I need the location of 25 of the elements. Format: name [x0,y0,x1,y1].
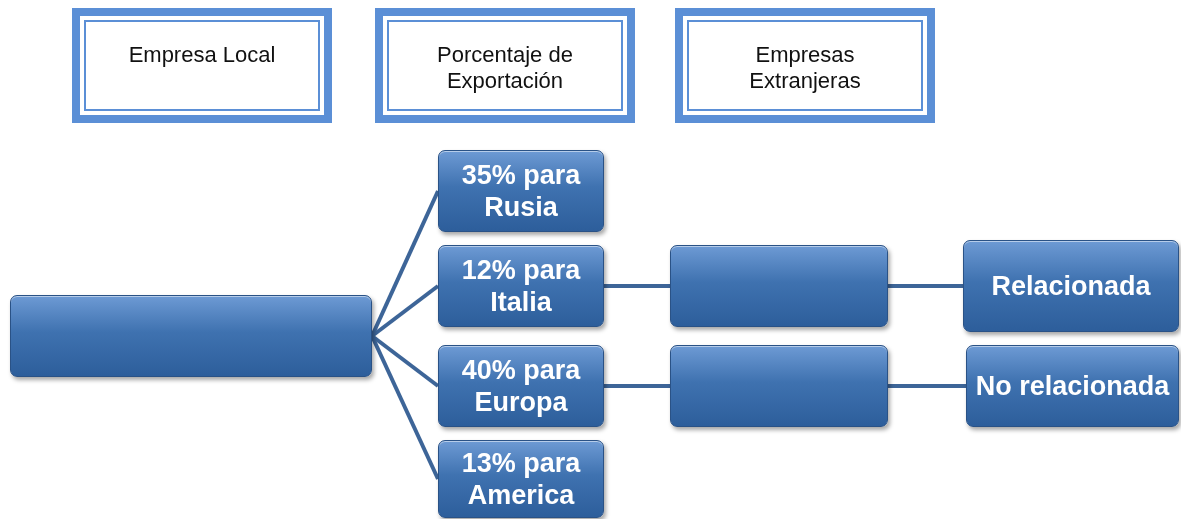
process-box [963,240,1179,332]
connector-line [604,384,670,388]
node-label: 35% para Rusia [460,158,582,224]
connector-line [604,284,670,288]
empty-box [670,345,888,427]
node-label: 12% para Italia [460,253,582,319]
process-box [966,345,1179,427]
header-label: Porcentaje de Exportación [436,42,574,95]
node-label: No relacionada [975,369,1170,403]
node-label: 13% para America [460,446,582,512]
header-box [375,8,635,123]
process-box [438,150,604,232]
empty-box [10,295,372,377]
node-label: 40% para Europa [460,353,582,419]
process-box [438,245,604,327]
header-label: Empresa Local [127,42,277,69]
connector-line [888,284,963,288]
header-box [675,8,935,123]
process-box [438,440,604,518]
empty-box [670,245,888,327]
header-label: Empresas Extranjeras [748,42,862,95]
connector-line [888,384,966,388]
process-box [438,345,604,427]
header-box [72,8,332,123]
node-label: Relacionada [991,269,1151,303]
